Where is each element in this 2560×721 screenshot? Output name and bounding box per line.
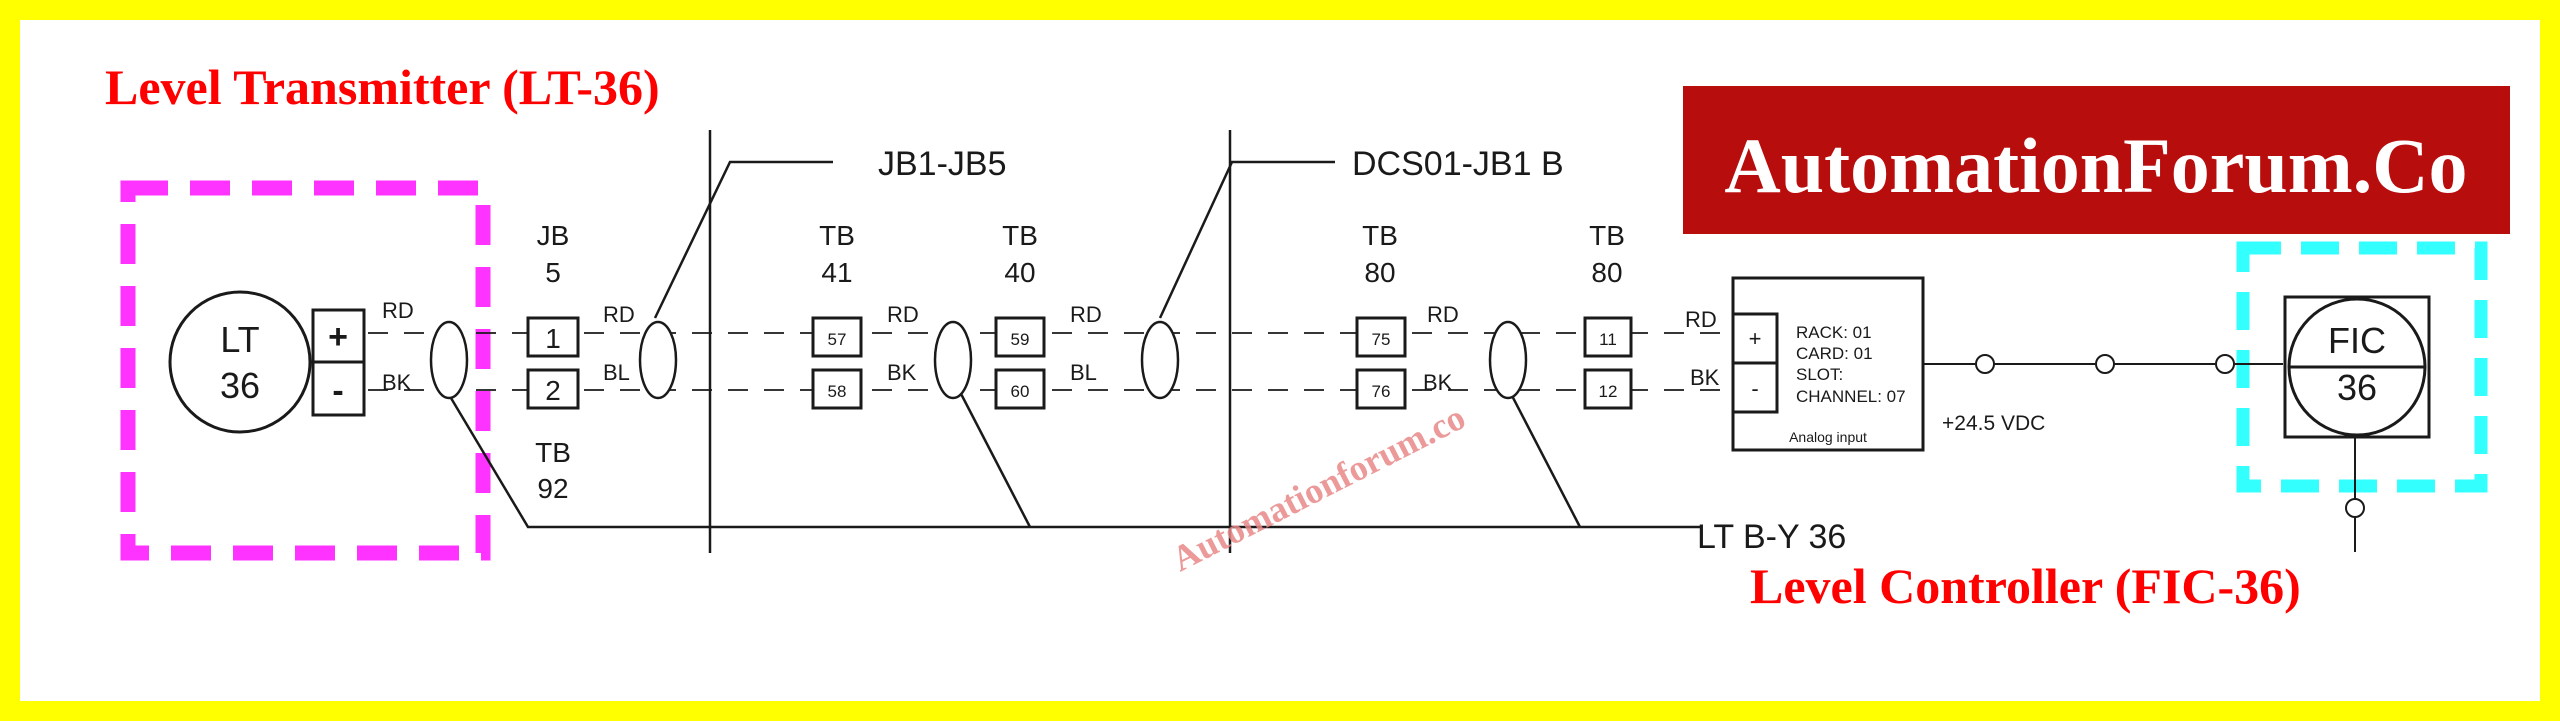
cable-branch-dcs bbox=[1506, 387, 1582, 528]
cable-ellipse-3 bbox=[933, 320, 973, 400]
analog-input-slot: SLOT: bbox=[1796, 365, 1843, 384]
cable-line bbox=[443, 387, 1700, 529]
controller-tag-line1: FIC bbox=[2328, 320, 2386, 361]
tb80a-terminal-76 bbox=[1355, 368, 1407, 410]
transmitter-lt36-bubble bbox=[168, 290, 312, 434]
tb40-terminal-60-label: 60 bbox=[1011, 382, 1030, 401]
automationforum-banner bbox=[1683, 86, 2510, 234]
heading-level-transmitter: Level Transmitter (LT-36) bbox=[105, 59, 660, 115]
tb80a-label-line2: 80 bbox=[1364, 257, 1395, 288]
jb5-tb-line2: 92 bbox=[537, 473, 568, 504]
cable-ellipse-2 bbox=[638, 320, 678, 400]
controller-highlight-box bbox=[2236, 241, 2488, 493]
tb80b-terminal-12 bbox=[1583, 368, 1633, 410]
tb41-wire-rd: RD bbox=[887, 302, 919, 327]
jb5-wire-bl: BL bbox=[603, 360, 630, 385]
tb41-wire-bk: BK bbox=[887, 360, 917, 385]
tb80a-terminal-76-label: 76 bbox=[1372, 382, 1391, 401]
tb41-terminal-58 bbox=[811, 368, 863, 410]
tb40-terminal-60 bbox=[994, 368, 1046, 410]
transmitter-wire-rd: RD bbox=[382, 298, 414, 323]
transmitter-tag-line1: LT bbox=[220, 319, 259, 360]
cable-branch-jb bbox=[956, 387, 1032, 528]
tb40-terminal-59 bbox=[994, 316, 1046, 358]
transmitter-wire-bk: BK bbox=[382, 370, 412, 395]
transmitter-tag-line2: 36 bbox=[220, 365, 260, 406]
callout-dcs-run: DCS01-JB1 B bbox=[1352, 145, 1564, 183]
analog-input-card-no: CARD: 01 bbox=[1796, 344, 1873, 363]
tb40-terminal-59-label: 59 bbox=[1011, 330, 1030, 349]
jb5-wire-rd: RD bbox=[603, 302, 635, 327]
tb40-wire-bl: BL bbox=[1070, 360, 1097, 385]
heading-level-controller: Level Controller (FIC-36) bbox=[1750, 558, 2301, 614]
jb5-tb-line1: TB bbox=[535, 437, 571, 468]
callout-jb-run: JB1-JB5 bbox=[878, 145, 1007, 183]
callout-dcs-run-leader bbox=[1158, 160, 1335, 319]
tb80a-terminal-75 bbox=[1355, 316, 1407, 358]
jb5-terminal-1 bbox=[526, 316, 580, 358]
cable-ellipse-1 bbox=[429, 320, 469, 400]
tb40-label-line1: TB bbox=[1002, 220, 1038, 251]
tb80b-terminal-12-label: 12 bbox=[1599, 382, 1618, 401]
watermark-text: Automationforum.co bbox=[1165, 397, 1471, 579]
analog-input-channel: CHANNEL: 07 bbox=[1796, 387, 1906, 406]
analog-input-minus: - bbox=[1751, 376, 1758, 401]
power-supply-label: +24.5 VDC bbox=[1942, 412, 2045, 435]
jb5-label-line2: 5 bbox=[545, 257, 561, 288]
analog-input-plus: + bbox=[1749, 326, 1762, 351]
tb80b-wire-bk: BK bbox=[1690, 365, 1720, 390]
jb5-label-line1: JB bbox=[537, 220, 570, 251]
tb80b-wire-rd: RD bbox=[1685, 307, 1717, 332]
callout-jb-run-leader bbox=[653, 160, 833, 319]
tb40-wire-rd: RD bbox=[1070, 302, 1102, 327]
controller-output-node bbox=[2345, 498, 2365, 518]
analog-input-rack: RACK: 01 bbox=[1796, 323, 1872, 342]
automationforum-banner-text: AutomationForum.Co bbox=[1724, 122, 2467, 209]
jb5-terminal-2-label: 2 bbox=[545, 375, 561, 406]
jb5-terminal-1-label: 1 bbox=[545, 323, 561, 354]
tb80b-terminal-11 bbox=[1583, 316, 1633, 358]
cable-ellipse-5 bbox=[1488, 320, 1528, 400]
tb41-label-line2: 41 bbox=[821, 257, 852, 288]
transmitter-highlight-box bbox=[120, 180, 491, 561]
tb80a-wire-rd: RD bbox=[1427, 302, 1459, 327]
jb5-terminal-2 bbox=[526, 368, 580, 410]
tb80b-terminal-11-label: 11 bbox=[1599, 330, 1617, 349]
connection-node bbox=[1975, 354, 1995, 374]
cable-label: LT B-Y 36 bbox=[1697, 518, 1846, 556]
tb41-terminal-57 bbox=[811, 316, 863, 358]
transmitter-minus-terminal: - bbox=[332, 372, 343, 410]
tb80b-label-line2: 80 bbox=[1591, 257, 1622, 288]
cable-ellipse-4 bbox=[1140, 320, 1180, 400]
controller-tag-line2: 36 bbox=[2337, 367, 2377, 408]
tb80b-label-line1: TB bbox=[1589, 220, 1625, 251]
analog-input-caption: Analog input bbox=[1789, 429, 1867, 445]
tb41-label-line1: TB bbox=[819, 220, 855, 251]
tb80a-label-line1: TB bbox=[1362, 220, 1398, 251]
transmitter-plus-terminal: + bbox=[328, 318, 348, 356]
connection-node bbox=[2215, 354, 2235, 374]
tb41-terminal-57-label: 57 bbox=[828, 330, 847, 349]
tb80a-terminal-75-label: 75 bbox=[1372, 330, 1391, 349]
tb41-terminal-58-label: 58 bbox=[828, 382, 847, 401]
signal-to-controller bbox=[1923, 354, 2283, 374]
tb40-label-line2: 40 bbox=[1004, 257, 1035, 288]
connection-node bbox=[2095, 354, 2115, 374]
tb80a-wire-bk: BK bbox=[1423, 370, 1453, 395]
